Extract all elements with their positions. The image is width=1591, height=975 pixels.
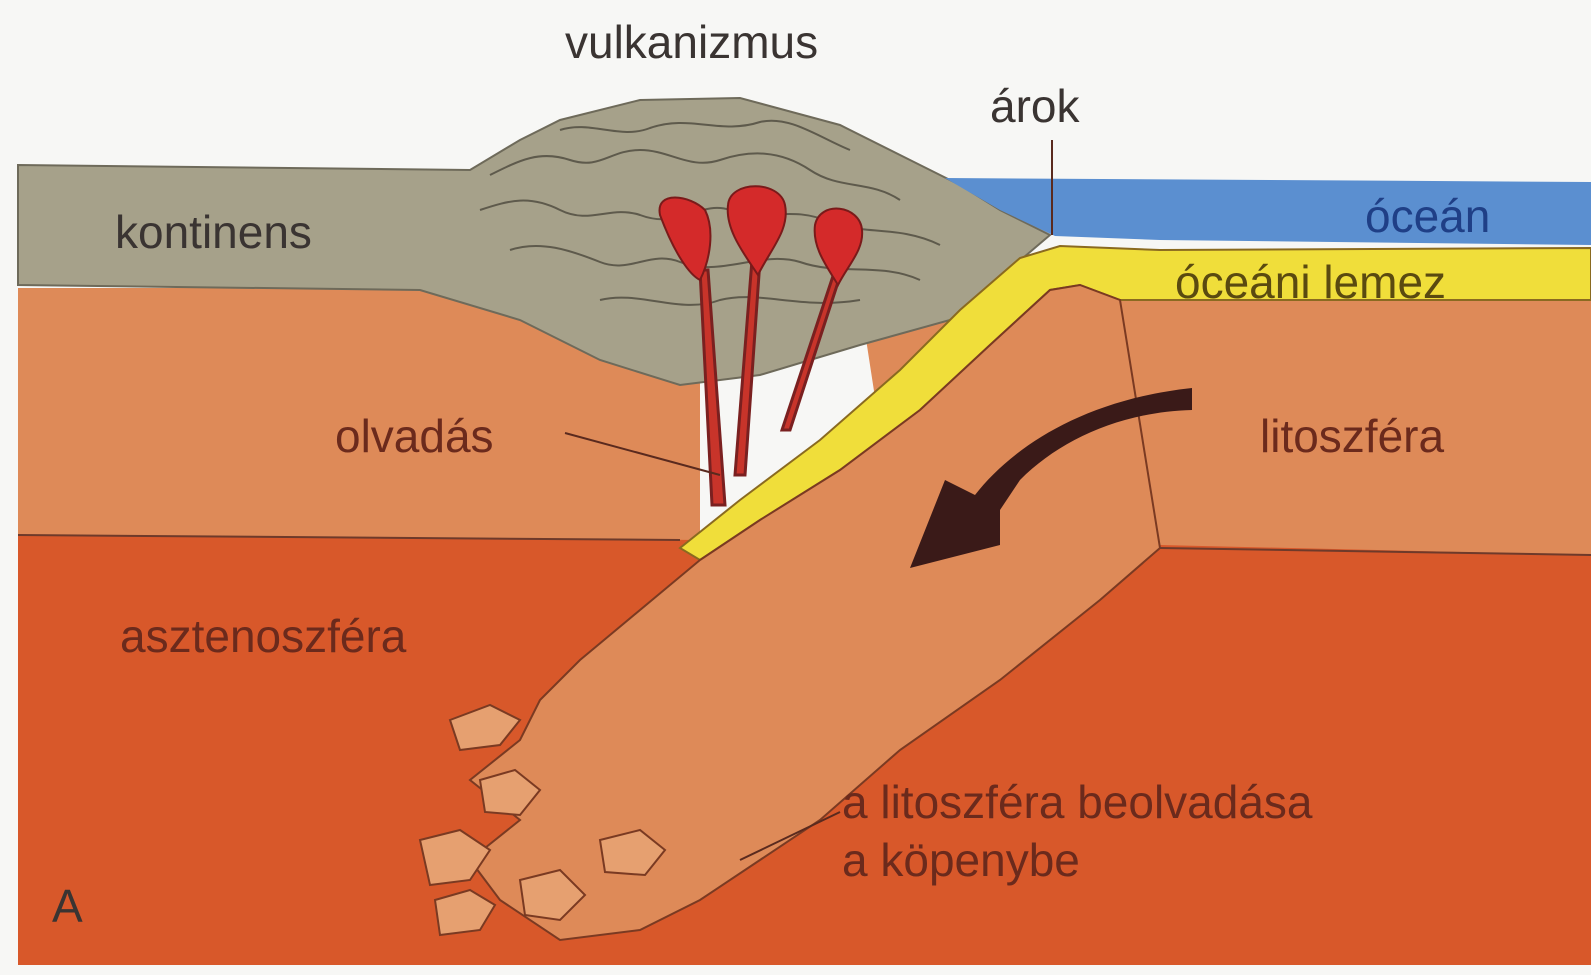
volcanism-label: vulkanizmus bbox=[565, 16, 818, 68]
trench-label: árok bbox=[990, 80, 1080, 132]
panel-letter: A bbox=[52, 880, 83, 932]
oceanic-plate-label: óceáni lemez bbox=[1175, 256, 1446, 308]
ocean-label: óceán bbox=[1365, 190, 1490, 242]
mantle-melting-label-line1: a litoszféra beolvadása bbox=[842, 776, 1313, 828]
lithosphere-label: litoszféra bbox=[1260, 410, 1444, 462]
continent-label: kontinens bbox=[115, 206, 312, 258]
asthenosphere-label: asztenoszféra bbox=[120, 610, 407, 662]
melting-label: olvadás bbox=[335, 410, 494, 462]
mantle-melting-label-line2: a köpenybe bbox=[842, 834, 1080, 886]
